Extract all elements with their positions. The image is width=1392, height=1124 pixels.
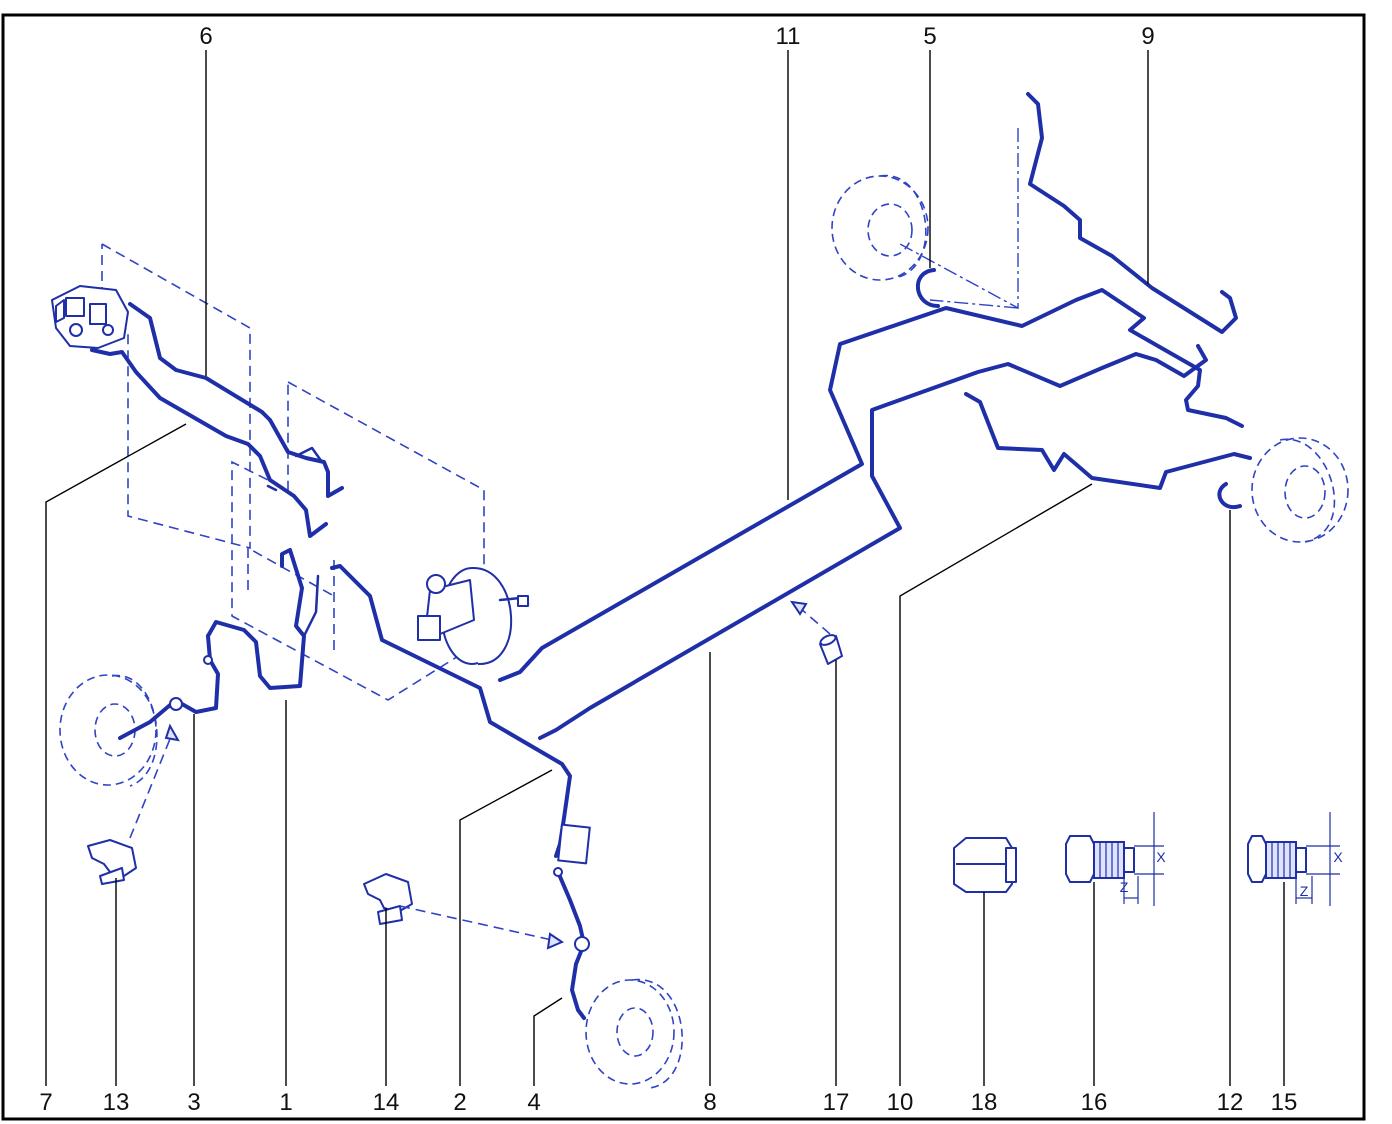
pipe-8 (538, 344, 1208, 740)
clip-12 (1217, 482, 1242, 510)
pipe-9 (1026, 92, 1238, 334)
callout-17: 17 (823, 1089, 850, 1116)
callout-5: 5 (923, 23, 936, 50)
dim-z-16: Z (1120, 879, 1129, 895)
leader-lines (45, 50, 1285, 1086)
pipe-7 (90, 348, 328, 538)
callout-8: 8 (703, 1089, 716, 1116)
callout-4: 4 (527, 1089, 540, 1116)
callout-7: 7 (39, 1089, 52, 1116)
dim-z-15: Z (1300, 883, 1309, 899)
pipe-connector-17 (819, 634, 843, 665)
flare-nut-16 (1065, 812, 1164, 906)
hose-bracket-14 (363, 873, 413, 925)
pipe-3 (118, 634, 220, 740)
clip-5 (916, 268, 940, 308)
hose-bracket-13 (87, 839, 137, 885)
pipe-10 (964, 392, 1252, 490)
brake-booster (417, 566, 530, 666)
pipe-11 (498, 288, 1244, 682)
wheel-front-right (585, 979, 683, 1089)
callout-11: 11 (776, 23, 801, 50)
abs-modulator (51, 285, 129, 349)
union-nut-18 (953, 837, 1017, 893)
callout-9: 9 (1141, 23, 1154, 50)
callout-3: 3 (187, 1089, 200, 1116)
flare-nut-15 (1247, 812, 1340, 906)
dim-x-16: X (1156, 849, 1166, 865)
callout-2: 2 (453, 1089, 466, 1116)
callout-1: 1 (279, 1089, 292, 1116)
callout-13: 13 (103, 1089, 130, 1116)
callout-10: 10 (887, 1089, 914, 1116)
callout-14: 14 (373, 1089, 400, 1116)
callout-18: 18 (971, 1089, 998, 1116)
bracket-mount-4 (557, 823, 591, 865)
pipe-4 (556, 870, 586, 1020)
pipe-6 (128, 302, 344, 498)
assembly-arrows (129, 600, 831, 950)
callout-16: 16 (1081, 1089, 1108, 1116)
callout-6: 6 (199, 23, 212, 50)
wheel-rear-right (1251, 437, 1349, 543)
dim-x-15: X (1333, 849, 1343, 865)
pipe-1 (206, 548, 306, 690)
callout-12: 12 (1217, 1089, 1244, 1116)
wheel-rear-left (831, 174, 929, 281)
callout-15: 15 (1271, 1089, 1298, 1116)
